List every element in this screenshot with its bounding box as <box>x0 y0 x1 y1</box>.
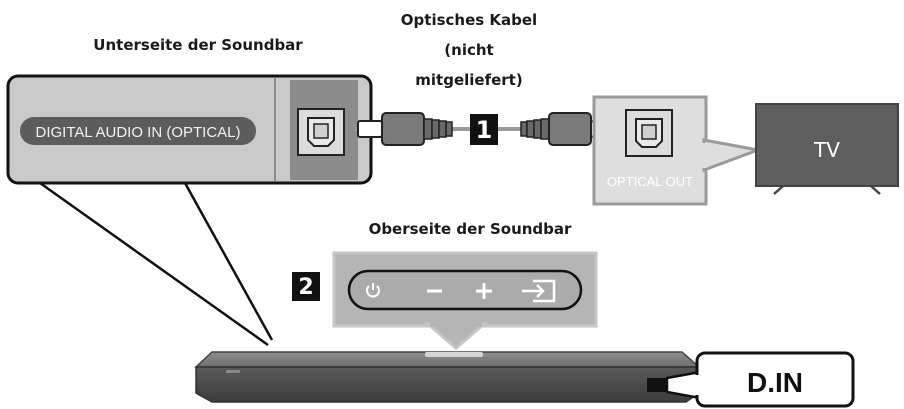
step-1-badge: 1 <box>470 114 498 145</box>
soundbar <box>194 351 701 403</box>
display-text: D.IN <box>747 367 803 398</box>
soundbar-display <box>647 378 667 392</box>
optical-in-port-icon <box>297 108 345 156</box>
soundbar-top-panel <box>332 251 598 350</box>
optical-out-label: OPTICAL OUT <box>607 174 693 189</box>
optical-in-label: DIGITAL AUDIO IN (OPTICAL) <box>35 124 240 141</box>
caption-cable-line1: Optisches Kabel <box>401 11 537 29</box>
caption-top-side: Oberseite der Soundbar <box>369 220 572 238</box>
caption-bottom-side: Unterseite der Soundbar <box>93 36 303 54</box>
optical-out-port-icon <box>625 109 673 157</box>
step-2-badge: 2 <box>292 272 320 301</box>
display-callout: D.IN <box>665 351 855 408</box>
tv-callout-pointer <box>702 138 764 173</box>
source-icon[interactable] <box>522 279 556 303</box>
tv-icon: TV <box>755 103 899 195</box>
caption-cable-line2: (nicht <box>444 41 493 59</box>
zoom-callout-lines <box>39 181 274 347</box>
svg-text:1: 1 <box>476 116 493 144</box>
tv-port-panel: OPTICAL OUT <box>592 95 708 206</box>
optical-in-label-pill <box>20 117 256 145</box>
caption-cable-line3: mitgeliefert) <box>415 71 522 89</box>
soundbar-bottom-panel: DIGITAL AUDIO IN (OPTICAL) <box>6 74 373 185</box>
svg-text:2: 2 <box>298 275 313 300</box>
power-icon[interactable] <box>366 283 380 298</box>
plus-icon[interactable] <box>476 283 492 299</box>
tv-label: TV <box>813 138 840 162</box>
